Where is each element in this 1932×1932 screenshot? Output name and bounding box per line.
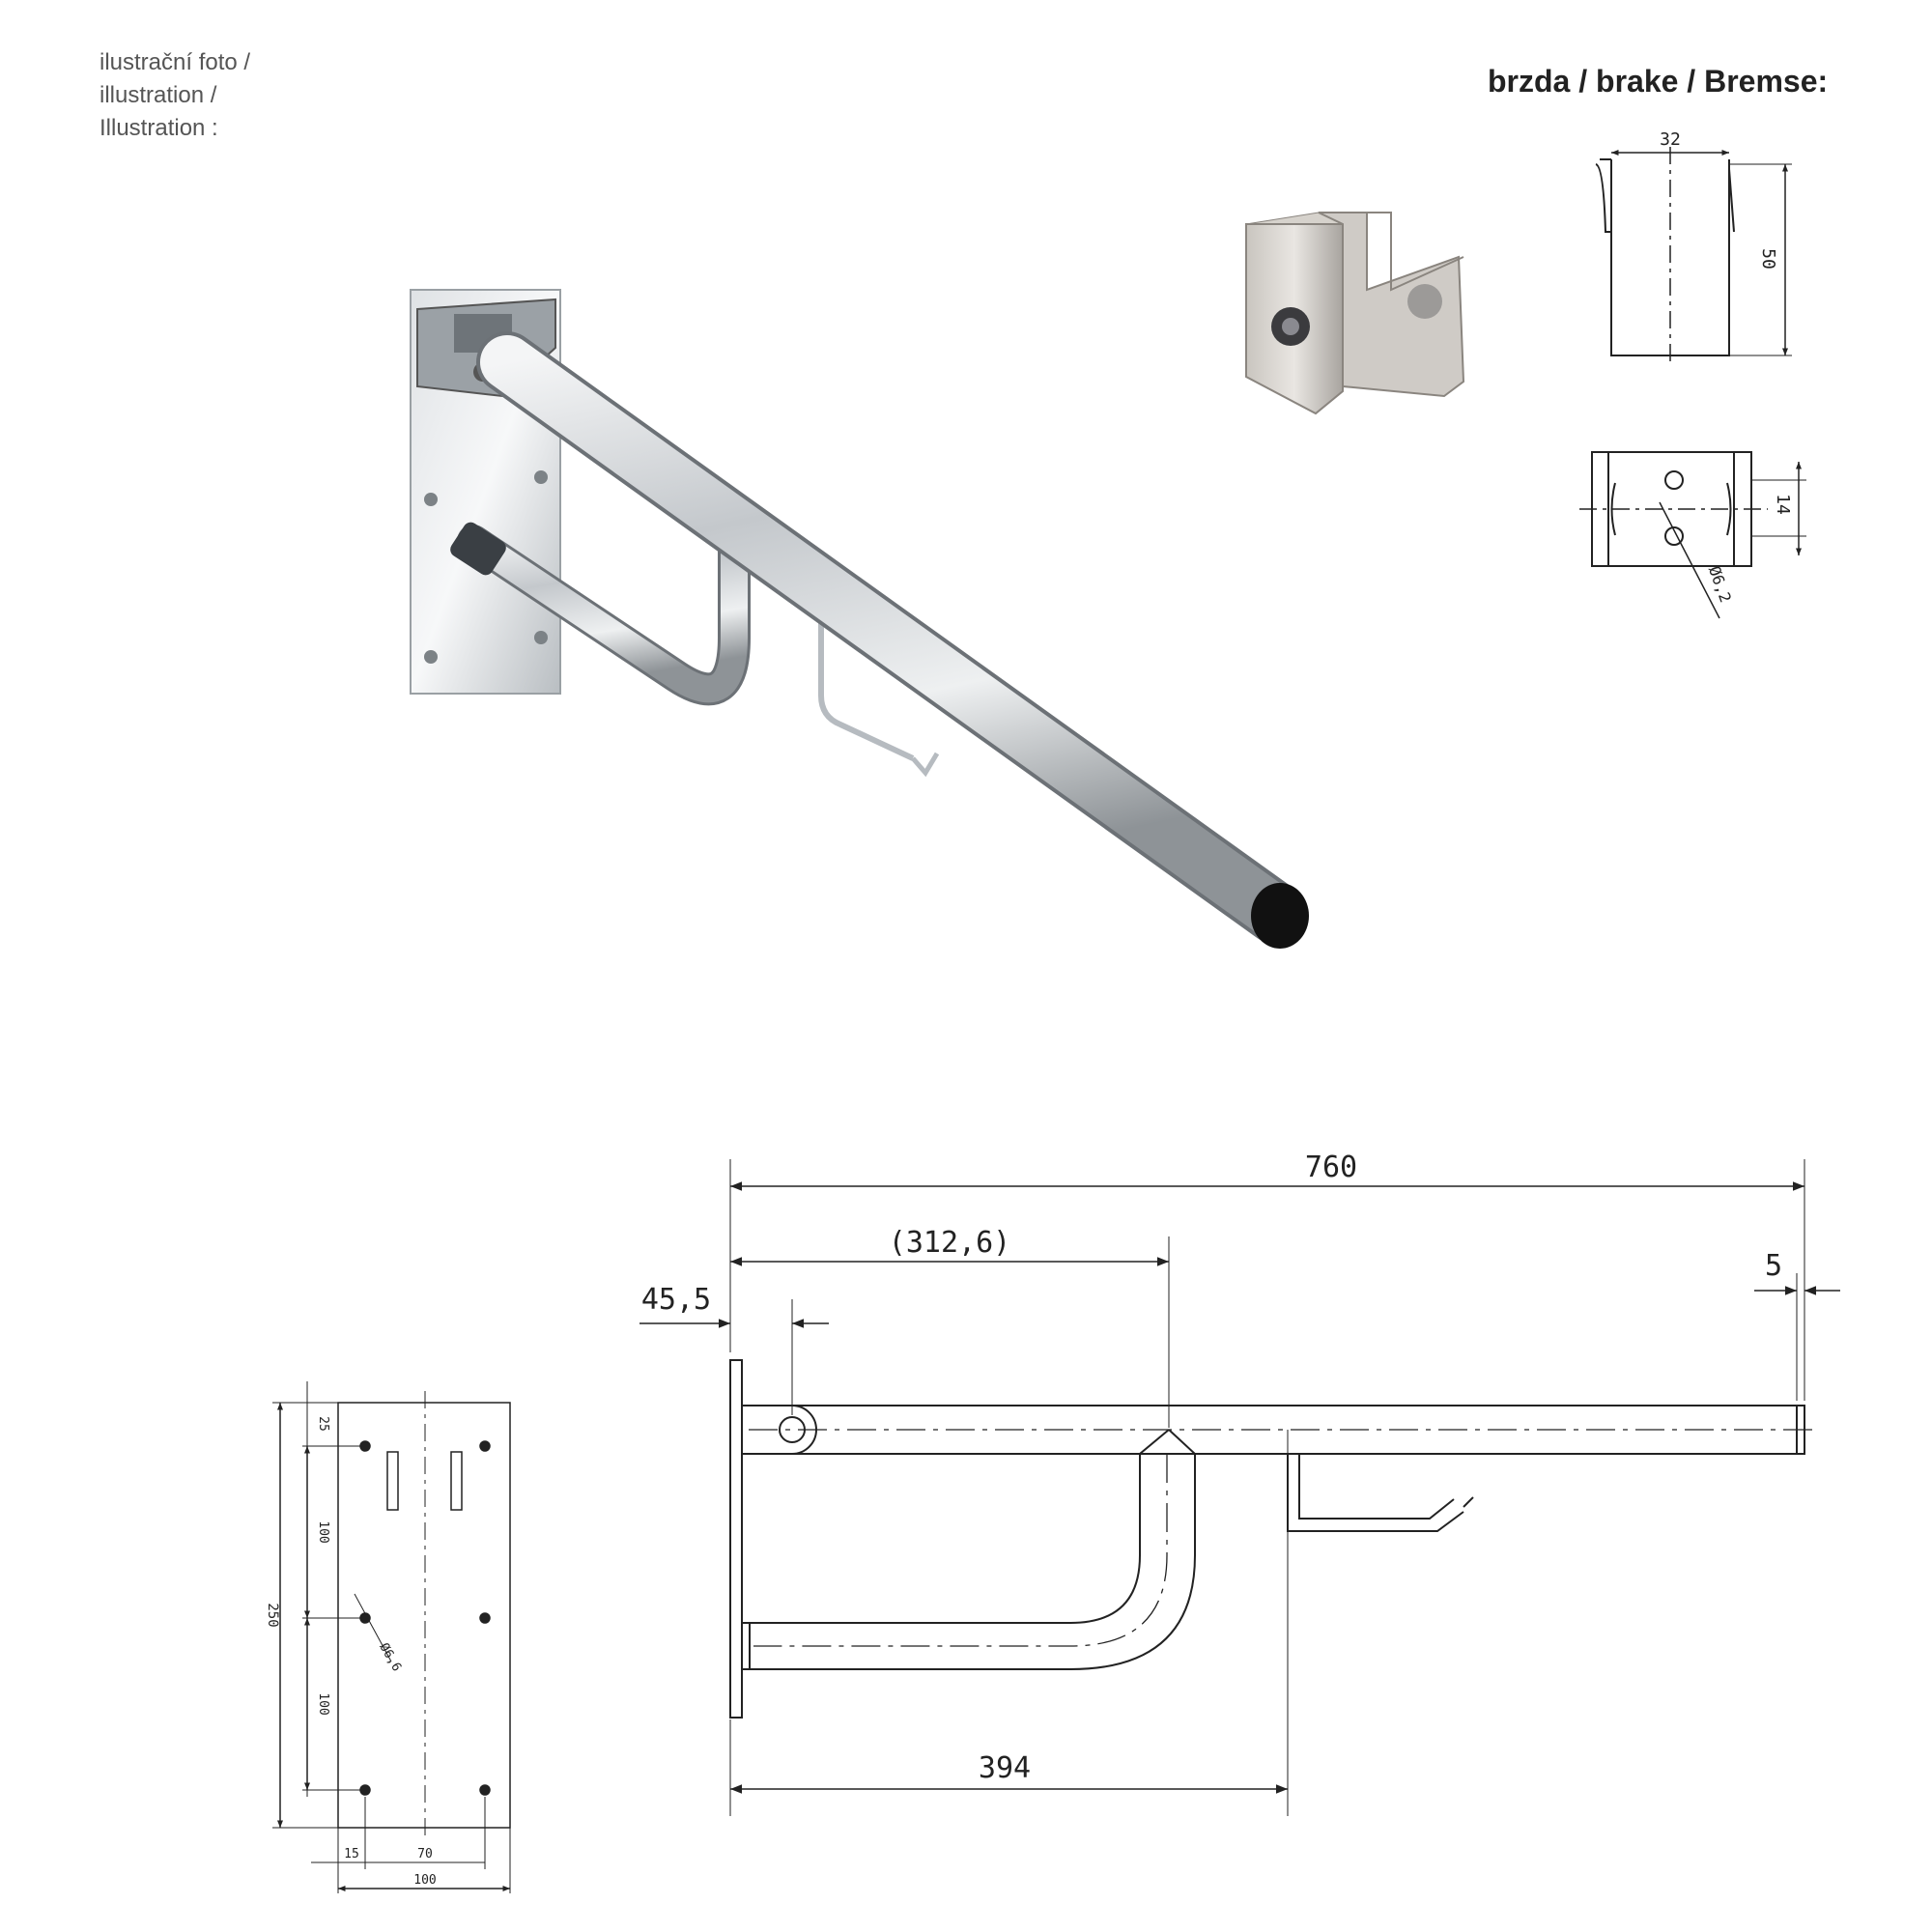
plate-lower-pitch-label: 100 [316,1692,330,1715]
main-bar-photo [480,335,1302,940]
dim-wall-to-holder: 394 [979,1751,1031,1785]
screw-photo [534,470,548,484]
caption-line-2: illustration / [99,82,217,108]
brake-front-view [1595,147,1792,365]
dim-hinge-to-support: (312,6) [889,1226,1010,1260]
side-elevation [639,1159,1840,1816]
dim-end-offset: 5 [1765,1249,1782,1283]
rod-bearing-photo [450,522,506,576]
brake-photo [1245,212,1465,415]
plate-height-label: 250 [265,1603,280,1627]
brake-title: brzda / brake / Bremse: [1488,64,1829,99]
support-rod-photo [460,527,748,703]
dim-wall-to-pivot: 45,5 [641,1283,711,1317]
plate-width-label: 100 [413,1873,436,1888]
brake-hole-spacing-label: 14 [1773,494,1793,515]
plate-upper-pitch-label: 100 [316,1520,330,1543]
plate-hole-spacing-label: 70 [417,1847,433,1861]
plate-top-offset-label: 25 [316,1416,330,1432]
dim-overall-length: 760 [1305,1151,1357,1184]
caption-line-1: ilustrační foto / [99,49,251,75]
brake-height-label: 50 [1758,248,1778,270]
screw-photo [534,631,548,644]
screw-photo [424,493,438,506]
caption-line-3: Illustration : [99,115,218,141]
brake-top-view [1579,451,1806,619]
plate-edge-offset-label: 15 [344,1847,359,1861]
brake-width-label: 32 [1660,129,1681,150]
screw-photo [424,650,438,664]
plate-hole-dia-label: Ø6,6 [376,1640,404,1674]
end-cap-photo [1251,883,1309,949]
grab-bar-illustration [410,289,1309,949]
wall-plate-front-view [272,1381,511,1893]
illustration-caption: ilustrační foto / illustration / Illustr… [99,46,250,145]
